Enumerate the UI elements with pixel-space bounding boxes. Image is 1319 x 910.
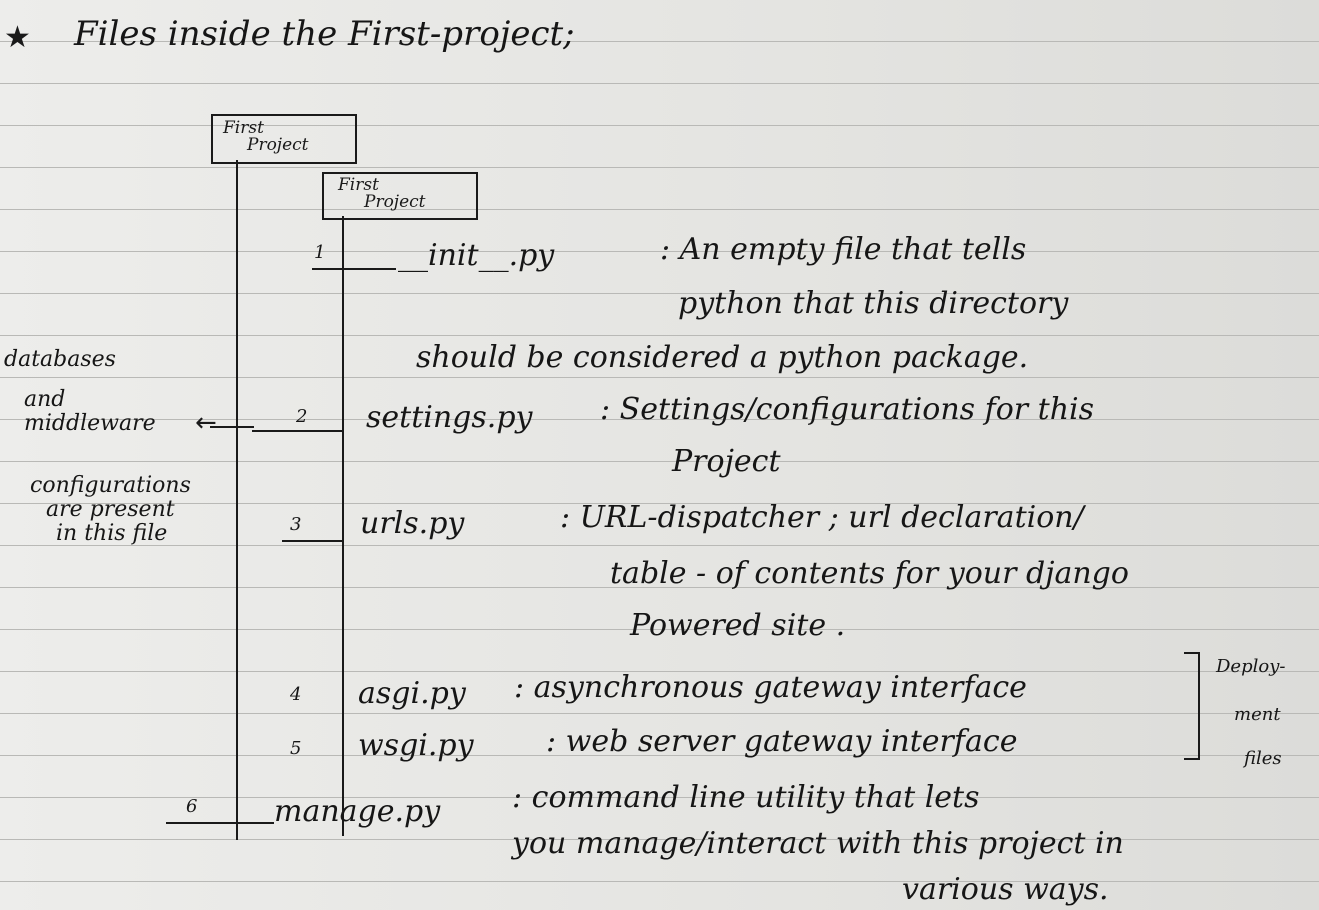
- inner-project-label-2: Project: [364, 192, 426, 212]
- branch-1: [312, 268, 396, 270]
- file-desc-line: : An empty file that tells: [660, 232, 1027, 267]
- file-desc-line: Powered site .: [630, 608, 846, 643]
- file-number: 3: [290, 514, 302, 535]
- side-note-line: databases: [4, 347, 116, 372]
- inner-project-box: First Project: [322, 172, 478, 220]
- file-desc-line: : command line utility that lets: [512, 780, 980, 815]
- file-number: 6: [186, 796, 198, 817]
- file-number: 2: [296, 406, 308, 427]
- branch-6: [166, 822, 274, 824]
- inner-project-label-1: First: [338, 175, 379, 195]
- side-note-arrow: [210, 426, 254, 428]
- file-name-asgi: asgi.py: [358, 676, 466, 711]
- file-desc-line: : Settings/configurations for this: [600, 392, 1095, 427]
- deploy-note-line: Deploy-: [1216, 656, 1286, 677]
- side-note-line: in this file: [56, 521, 168, 546]
- outer-tree-line: [236, 160, 238, 840]
- deploy-bracket: [1184, 652, 1200, 760]
- file-desc-line: table - of contents for your django: [610, 556, 1129, 591]
- file-name-urls: urls.py: [360, 506, 465, 541]
- arrow-left-icon: ←: [195, 408, 217, 438]
- deploy-note-line: files: [1244, 748, 1282, 769]
- outer-project-label-1: First: [223, 118, 264, 138]
- file-desc-line: you manage/interact with this project in: [512, 826, 1124, 861]
- file-name-manage: manage.py: [274, 794, 441, 829]
- file-desc-line: Project: [672, 444, 781, 479]
- outer-project-label-2: Project: [247, 135, 309, 155]
- side-note-line: are present: [46, 497, 175, 522]
- side-note-line: middleware: [24, 411, 156, 436]
- branch-2: [252, 430, 344, 432]
- deploy-note-line: ment: [1234, 704, 1281, 725]
- file-number: 5: [290, 738, 302, 759]
- file-desc-line: : URL-dispatcher ; url declaration/: [560, 500, 1084, 535]
- file-desc-line: : asynchronous gateway interface: [514, 670, 1027, 705]
- outer-project-box: First Project: [211, 114, 357, 164]
- file-desc-line: should be considered a python package.: [416, 340, 1029, 375]
- file-desc-line: : web server gateway interface: [546, 724, 1018, 759]
- side-note-line: configurations: [30, 473, 191, 498]
- file-name-init: __init__.py: [398, 238, 555, 273]
- file-name-wsgi: wsgi.py: [358, 728, 474, 763]
- file-name-settings: settings.py: [366, 400, 533, 435]
- side-note-line: and: [24, 387, 66, 412]
- file-number: 4: [290, 684, 302, 705]
- file-desc-line: python that this directory: [678, 286, 1069, 321]
- branch-3: [282, 540, 344, 542]
- file-number: 1: [314, 242, 326, 263]
- file-desc-line: various ways.: [902, 872, 1109, 907]
- star-bullet: ★: [4, 20, 31, 55]
- inner-tree-line: [342, 216, 344, 836]
- page-title: Files inside the First-project;: [74, 14, 575, 54]
